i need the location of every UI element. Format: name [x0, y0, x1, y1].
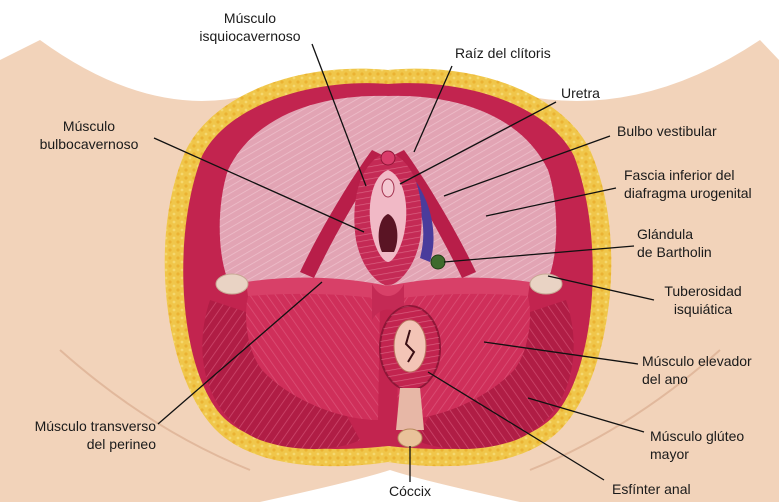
urethra — [382, 179, 394, 197]
label-raiz-clitoris: Raíz del clítoris — [455, 44, 551, 62]
label-coccix: Cóccix — [372, 482, 448, 500]
label-bulbo-vestibular: Bulbo vestibular — [617, 122, 717, 140]
anus — [394, 320, 426, 372]
ischial-tuberosity-left — [216, 274, 248, 294]
label-uretra: Uretra — [561, 84, 600, 102]
anococcygeal-ligament — [396, 388, 424, 430]
coccyx-tip — [398, 429, 422, 447]
label-esfinter: Esfínter anal — [612, 480, 691, 498]
bartholin-gland — [431, 255, 445, 269]
ischial-tuberosity-right — [530, 274, 562, 294]
clitoris-root — [381, 151, 395, 165]
